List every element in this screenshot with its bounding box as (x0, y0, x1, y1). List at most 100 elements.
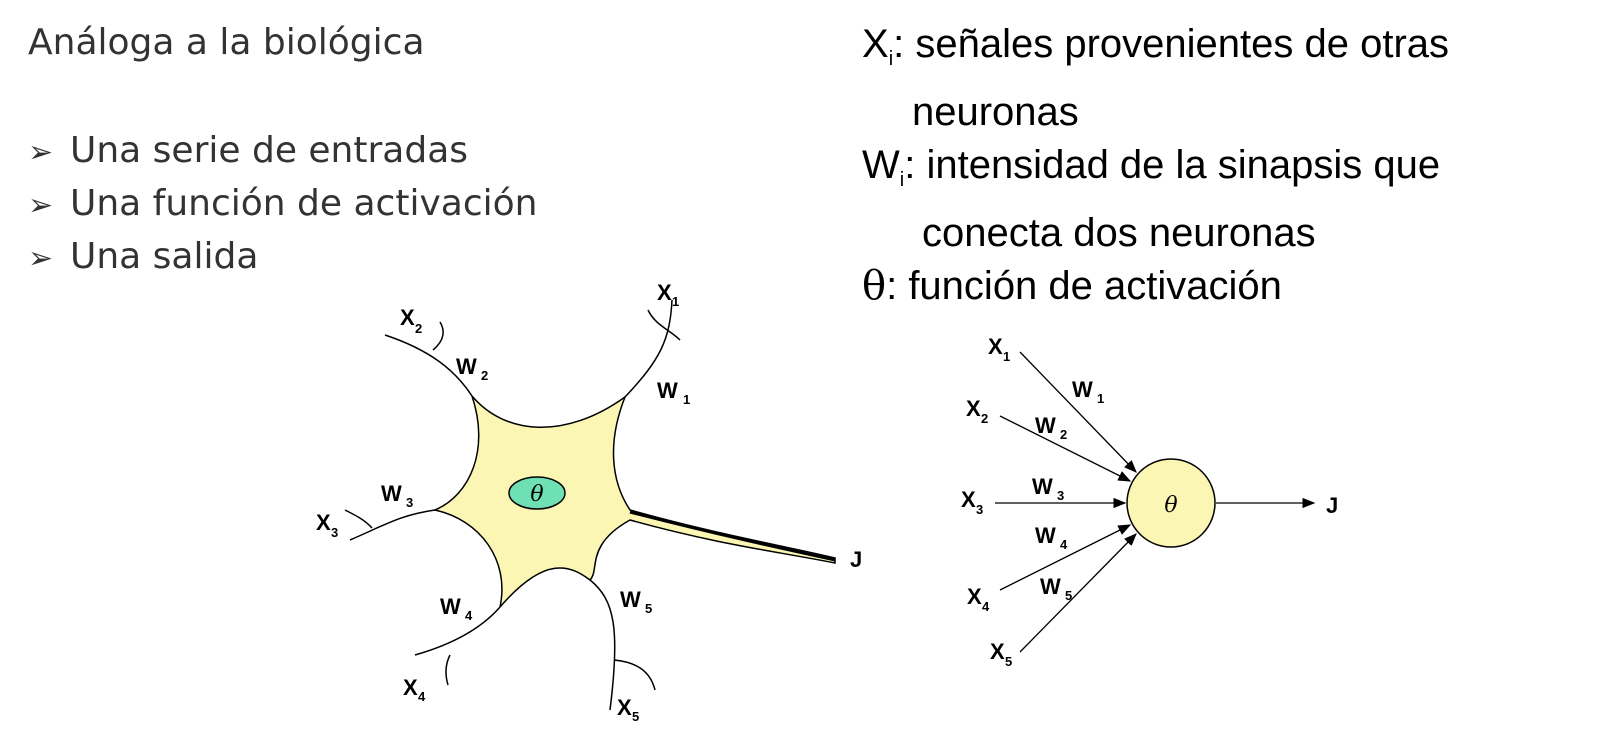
input-line-4 (999, 524, 1132, 591)
definition-theta: θ: función de activación (862, 260, 1602, 313)
svg-text:4: 4 (465, 608, 473, 623)
svg-text:5: 5 (1065, 588, 1072, 603)
bullet-text: Una salida (70, 236, 259, 277)
svg-text:X: X (403, 675, 418, 700)
soma-body (432, 394, 836, 608)
svg-text:W: W (657, 378, 678, 403)
dendrite-1-branch (647, 309, 681, 341)
svg-text:X: X (617, 695, 632, 720)
svg-text:3: 3 (331, 525, 338, 540)
def-symbol: W (862, 143, 900, 187)
arrow-bullet-icon: ➢ (28, 241, 54, 276)
output-label: J (850, 547, 862, 572)
nucleus (508, 476, 566, 510)
def-text-cont: neuronas (912, 90, 1079, 134)
def-text-cont: conecta dos neuronas (922, 211, 1316, 255)
def-text: : función de activación (886, 264, 1282, 308)
dendrite-4 (414, 606, 501, 656)
def-symbol: X (862, 22, 889, 66)
svg-text:W: W (1072, 377, 1093, 402)
svg-text:2: 2 (481, 368, 488, 383)
svg-text:5: 5 (632, 709, 639, 724)
svg-text:X: X (316, 510, 331, 535)
svg-text:4: 4 (418, 689, 426, 704)
dendrite-5-branch (613, 659, 656, 691)
bullet-text: Una función de activación (70, 183, 538, 224)
input-line-2 (999, 415, 1132, 482)
list-item: ➢ Una serie de entradas (28, 124, 537, 177)
svg-text:2: 2 (1060, 427, 1067, 442)
def-sub: i (899, 169, 905, 191)
svg-text:4: 4 (1060, 537, 1068, 552)
svg-text:W: W (1032, 474, 1053, 499)
definitions-block: Xi: señales provenientes de otras neuron… (862, 18, 1602, 313)
definition-xi: Xi: señales provenientes de otras neuron… (862, 18, 1602, 139)
svg-text:W: W (620, 587, 641, 612)
svg-text:W: W (1035, 413, 1056, 438)
def-text: : señales provenientes de otras (893, 22, 1450, 66)
def-sub: i (888, 48, 894, 70)
svg-text:W: W (1040, 574, 1061, 599)
svg-text:1: 1 (1097, 391, 1104, 406)
bullet-text: Una serie de entradas (70, 130, 469, 171)
svg-text:2: 2 (981, 411, 988, 426)
svg-text:X: X (967, 584, 982, 609)
list-item: ➢ Una salida (28, 230, 537, 283)
arrow-bullet-icon: ➢ (28, 188, 54, 223)
svg-text:2: 2 (415, 321, 422, 336)
svg-text:5: 5 (645, 601, 652, 616)
svg-text:X: X (990, 639, 1005, 664)
bullet-list: ➢ Una serie de entradas ➢ Una función de a… (28, 124, 537, 283)
output-label: J (1326, 493, 1338, 518)
neuron-node (1126, 458, 1216, 548)
svg-text:X: X (966, 396, 981, 421)
svg-text:1: 1 (672, 294, 679, 309)
def-symbol: θ (862, 263, 887, 309)
svg-text:X: X (988, 334, 1003, 359)
svg-text:W: W (1035, 523, 1056, 548)
slide-title: Análoga a la biológica (28, 22, 425, 63)
svg-text:X: X (961, 487, 976, 512)
dendrite-3 (349, 509, 436, 541)
theta-label: θ (1164, 493, 1177, 518)
dendrite-4-branch (445, 654, 451, 686)
svg-text:W: W (381, 481, 402, 506)
axon (629, 510, 836, 562)
svg-text:W: W (456, 354, 477, 379)
definition-wi: Wi: intensidad de la sinapsis que conect… (862, 139, 1602, 260)
svg-text:3: 3 (1057, 488, 1064, 503)
dendrite-2-branch (432, 321, 444, 351)
svg-text:5: 5 (1005, 654, 1012, 669)
arrow-bullet-icon: ➢ (28, 135, 54, 170)
svg-text:3: 3 (976, 502, 983, 517)
list-item: ➢ Una función de activación (28, 177, 537, 230)
svg-text:1: 1 (683, 392, 690, 407)
dendrite-5 (589, 579, 616, 711)
theta-label: θ (530, 482, 543, 507)
svg-text:W: W (440, 594, 461, 619)
svg-text:4: 4 (982, 599, 990, 614)
input-line-1 (1019, 351, 1137, 473)
svg-text:X: X (657, 280, 672, 305)
svg-text:X: X (400, 305, 415, 330)
